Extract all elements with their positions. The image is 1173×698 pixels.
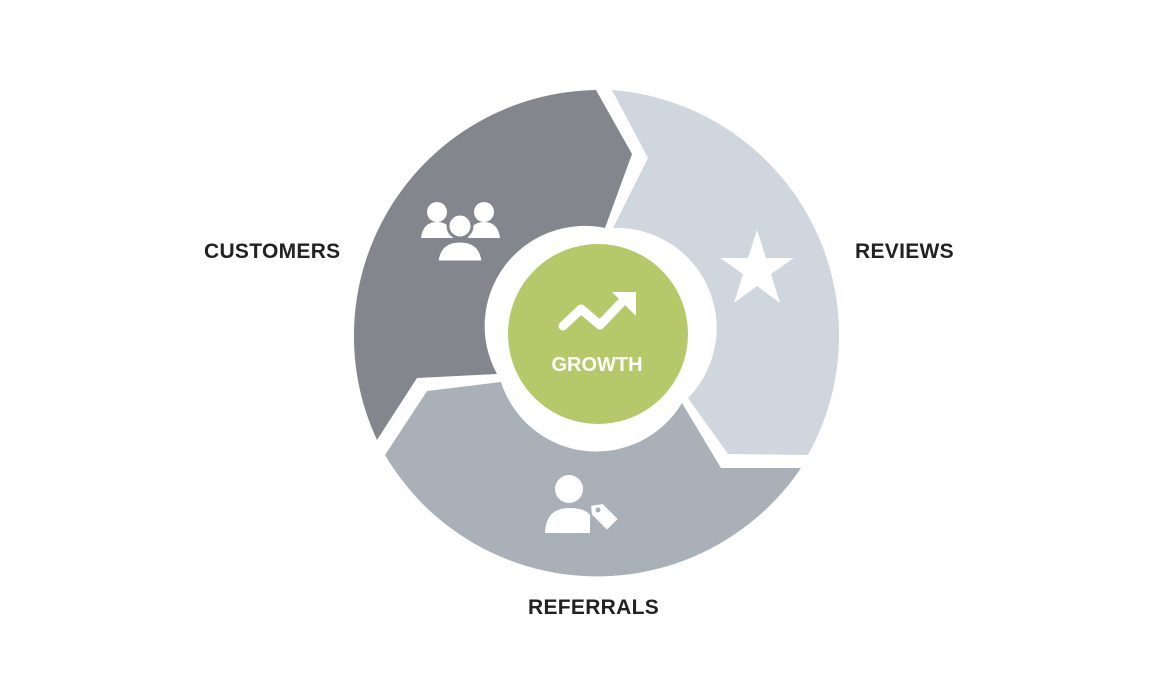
growth-label: GROWTH <box>551 354 642 376</box>
growth-circle <box>508 244 688 424</box>
star-icon <box>720 230 794 303</box>
label-referrals: REFERRALS <box>528 596 660 619</box>
segment-customers <box>353 90 632 440</box>
user-tag-icon <box>545 475 621 533</box>
trending-up-icon <box>558 292 636 331</box>
label-customers: CUSTOMERS <box>204 240 341 263</box>
segment-referrals <box>385 382 801 577</box>
label-reviews: REVIEWS <box>855 240 954 263</box>
users-group-icon <box>421 202 500 264</box>
segment-reviews <box>612 90 840 455</box>
